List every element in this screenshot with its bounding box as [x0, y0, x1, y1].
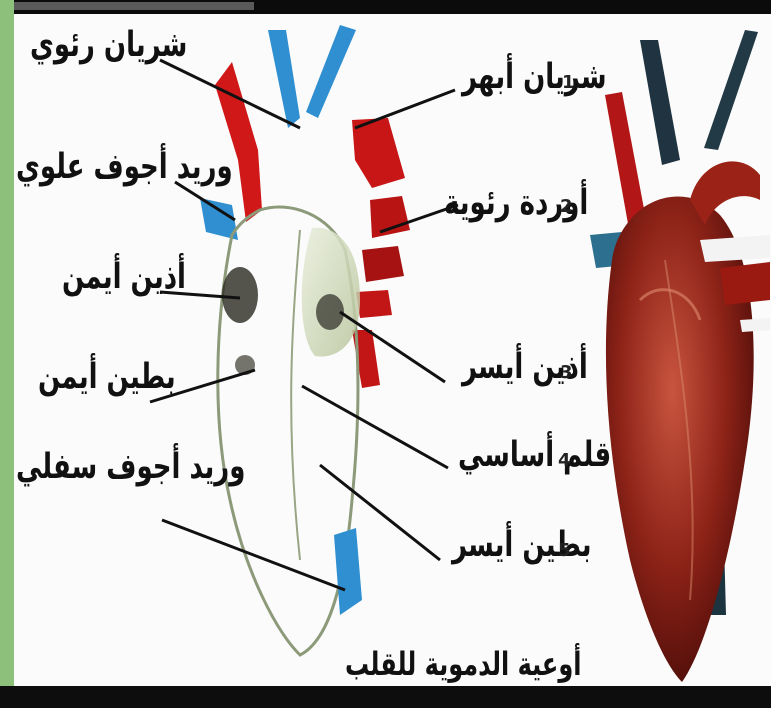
pulmonary-vein-1-shape: [370, 196, 410, 238]
label-aorta: شريان أبهر: [462, 57, 607, 98]
pulmonary-vein-2-shape: [362, 246, 404, 282]
label-main-valve: قلم أساسي: [458, 435, 611, 476]
label-number-4: 4: [558, 450, 571, 471]
rear-dark-vessel-2: [704, 30, 758, 150]
left-atrium-shape: [302, 228, 360, 357]
pulmonary-red-right: [720, 262, 770, 305]
right-atrium-dark: [222, 267, 258, 323]
pulmonary-vein-3-shape: [356, 290, 392, 318]
label-pulmonary-artery: شريان رئوي: [30, 25, 187, 66]
pulmonary-artery-shape: [215, 62, 262, 222]
schematic-heart: [150, 25, 458, 655]
aorta-shape: [352, 118, 405, 188]
rear-dark-vessel-1: [640, 40, 680, 165]
aortic-arch: [690, 161, 760, 225]
label-number-1: 1: [562, 72, 575, 93]
label-inferior-vena-cava: وريد أجوف سفلي: [16, 447, 245, 488]
label-number-2: 2: [560, 196, 573, 217]
label-right-atrium: أذين أيمن: [62, 257, 186, 298]
realistic-heart: [590, 30, 770, 682]
label-number-5: 5: [558, 540, 571, 561]
label-superior-vena-cava: وريد أجوف علوي: [16, 147, 233, 188]
left-valve-dark: [316, 294, 344, 330]
label-number-3: 3: [560, 362, 573, 383]
white-band-2: [740, 318, 770, 332]
label-left-ventricle: بطين أيسر: [452, 525, 591, 566]
label-blood-vessels-heart: أوعية الدموية للقلب: [345, 645, 581, 683]
inferior-vena-cava-shape: [334, 528, 362, 615]
septum: [291, 230, 300, 560]
top-vein-right-shape: [306, 25, 356, 118]
label-right-ventricle: بطين أيمن: [38, 357, 176, 398]
